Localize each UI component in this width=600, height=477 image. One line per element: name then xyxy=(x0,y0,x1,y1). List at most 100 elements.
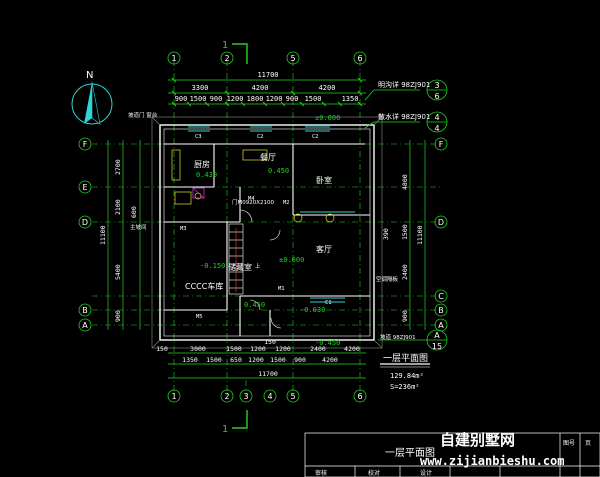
axis-left-D: D xyxy=(82,218,88,227)
appliance xyxy=(192,187,205,199)
plan-title: 一层平面图 xyxy=(383,353,428,364)
top-dim-text: 11700 3300 4200 4200 900 1500 900 1200 1… xyxy=(175,71,359,103)
element-labels: C3 C2 C2 C1 M1 M2 M5 M3 M4 xyxy=(180,134,332,320)
dim-left-5: 900 xyxy=(114,310,122,322)
window-detail: 明沟详 98ZJ901 xyxy=(378,80,430,89)
axis-left-A: A xyxy=(82,321,88,330)
stair-note: 坡道门 窗台 xyxy=(128,111,158,119)
label-m5: M5 xyxy=(196,314,203,320)
label-m1: M1 xyxy=(278,286,285,292)
title-block-cells: 审核 校对 设计 图号 页 xyxy=(315,440,591,477)
axis-bubble-labels: 1 2 5 6 1 2 3 4 5 6 F E D B A F D C B A xyxy=(82,54,444,401)
dim-right-1: 4800 xyxy=(401,174,409,190)
dim-bottom-sub-1: 150 xyxy=(156,345,168,353)
fixtures xyxy=(171,149,335,223)
axis-left-E: E xyxy=(82,183,87,192)
plan-title-group xyxy=(380,363,430,368)
dim-top-span-3: 4200 xyxy=(319,84,336,92)
title-block-name: 一层平面图 xyxy=(385,447,435,459)
dim-top-sub-4: 1200 xyxy=(227,95,244,103)
dim-top-sub-7: 900 xyxy=(286,95,299,103)
top-dimensions xyxy=(168,77,366,107)
detail-text: 明沟详 98ZJ901 散水详 98ZJ901 xyxy=(378,80,430,121)
level-front: -0.450 xyxy=(315,339,340,347)
dim-left-2: 2100 xyxy=(114,199,122,215)
axis-bottom-3: 3 xyxy=(243,392,248,401)
dim-bottom-span-3: 1200 xyxy=(250,345,266,353)
room-living: 客厅 xyxy=(316,244,332,254)
dim-bottom-span-6: 4200 xyxy=(344,345,360,353)
detail-ref-mid-a: 4 xyxy=(434,113,439,122)
tb-cell-no: 图号 xyxy=(563,440,575,447)
level-kitchen: 0.430 xyxy=(196,171,217,179)
north-label: N xyxy=(86,70,93,81)
dim-top-total: 11700 xyxy=(257,71,278,79)
notes: 门M0920X2100 空调隔板 主坡间 坡道门 窗台 坡道 98ZJ901 上 xyxy=(128,111,416,341)
dim-right-2: 1500 xyxy=(401,224,409,240)
dim-right-3: 2400 xyxy=(401,264,409,280)
slope-ref-a: A xyxy=(434,331,440,340)
dim-bottom-sub-7: 900 xyxy=(294,356,306,364)
axis-left-F: F xyxy=(83,140,88,149)
axis-top-1: 1 xyxy=(171,54,176,63)
dim-bottom-sub-4: 650 xyxy=(230,356,242,364)
title-block xyxy=(304,432,600,477)
door-swings xyxy=(239,209,282,329)
watermark-brand: 自建别墅网 xyxy=(440,431,515,449)
door-note: 门M0920X2100 xyxy=(232,198,275,206)
label-c3: C3 xyxy=(195,134,202,140)
right-dim-text: 4800 1500 2400 900 11100 390 xyxy=(382,174,424,322)
level-hall: 0.450 xyxy=(244,301,265,309)
slope-note: 坡道 98ZJ901 xyxy=(380,333,416,341)
dim-bottom-span-2: 1500 xyxy=(226,345,242,353)
dim-bottom-span-5: 2400 xyxy=(310,345,326,353)
axis-bubbles xyxy=(78,51,448,403)
section-mark-top: 1 xyxy=(222,40,228,51)
left-dimensions xyxy=(107,140,141,330)
tb-cell-check: 校对 xyxy=(368,469,380,477)
level-marks: ±0.000 0.430 0.450 ±0.000 -0.150 0.450 -… xyxy=(196,114,340,347)
axis-right-D: D xyxy=(438,218,444,227)
section-markers xyxy=(232,43,248,429)
dim-bottom-sub-6: 1500 xyxy=(270,356,286,364)
dim-left-3: 600 xyxy=(130,206,138,218)
detail-callouts xyxy=(364,79,448,351)
room-kitchen: 厨房 xyxy=(194,159,210,169)
axis-left-B: B xyxy=(82,306,88,315)
dim-bottom-sub-5: 1200 xyxy=(248,356,264,364)
room-bedroom: 卧室 xyxy=(316,175,332,185)
slope-ref-b: 15 xyxy=(432,342,442,351)
axis-bottom-5: 5 xyxy=(290,392,295,401)
entry-note: 主坡间 xyxy=(130,223,147,231)
tb-cell-page: 页 xyxy=(585,440,591,447)
axis-top-5: 5 xyxy=(290,54,295,63)
dim-top-span-2: 4200 xyxy=(252,84,269,92)
dim-bottom-mid: 150 xyxy=(264,338,276,346)
dim-top-sub-8: 1500 xyxy=(305,95,322,103)
axis-bottom-4: 4 xyxy=(267,392,272,401)
axis-top-6: 6 xyxy=(357,54,362,63)
section-labels: 1 1 xyxy=(222,40,228,435)
dim-top-sub-9: 1350 xyxy=(342,95,359,103)
stairs-up: 上 xyxy=(255,262,261,270)
axis-right-B: B xyxy=(438,306,444,315)
axis-bottom-2: 2 xyxy=(224,392,229,401)
axis-bottom-1: 1 xyxy=(171,392,176,401)
dim-left-4: 5400 xyxy=(114,264,122,280)
dim-bottom-span-1: 3000 xyxy=(190,345,206,353)
detail-ref-numbers: 3 6 4 4 A 15 xyxy=(432,81,442,351)
dim-left-6: 11100 xyxy=(99,225,107,245)
detail-ref-mid-b: 4 xyxy=(434,124,439,133)
dim-right-5: 11100 xyxy=(416,225,424,245)
dim-top-sub-5: 1800 xyxy=(247,95,264,103)
dim-bottom-total: 11700 xyxy=(258,370,278,378)
label-m3: M3 xyxy=(180,226,187,232)
right-dimensions xyxy=(409,140,426,330)
bottom-dim-text: 150 3000 1500 1200 1200 2400 4200 150 13… xyxy=(156,338,360,378)
label-m2: M2 xyxy=(283,200,290,206)
bottom-dimensions xyxy=(168,352,366,379)
level-dining: 0.450 xyxy=(268,167,289,175)
drain-detail: 散水详 98ZJ901 xyxy=(378,112,430,121)
left-dim-text: 2700 2100 600 5400 900 11100 xyxy=(99,159,138,322)
label-c2a: C2 xyxy=(257,134,264,140)
